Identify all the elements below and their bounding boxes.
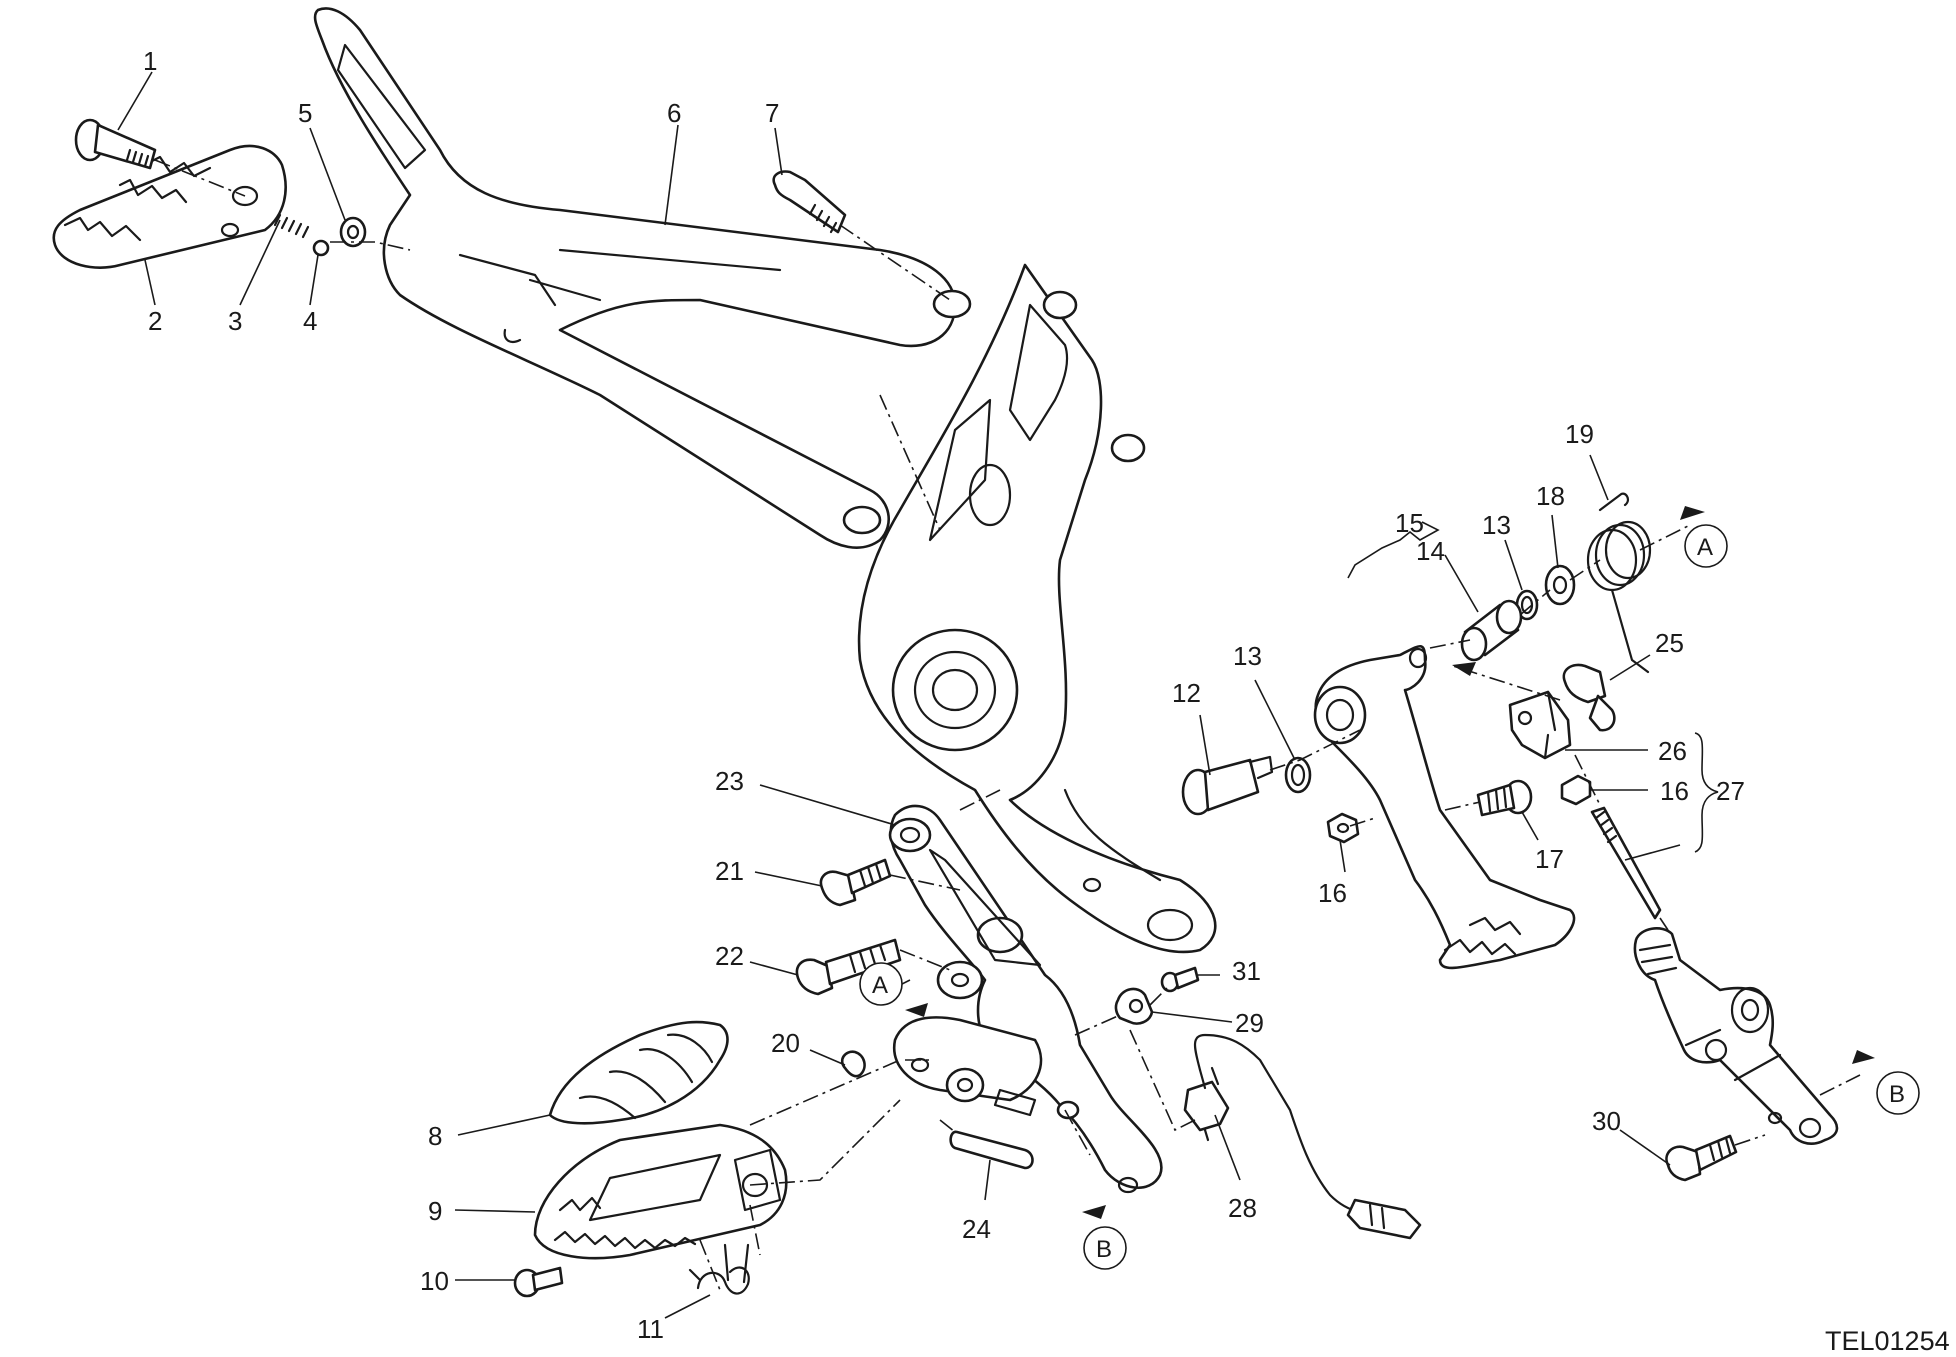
ref-marker-b-bottom: B <box>1083 1226 1127 1270</box>
clevis-pin <box>1562 663 1616 732</box>
callout-24: 24 <box>962 1214 991 1244</box>
lock-nut-16b <box>1560 774 1592 806</box>
pedal-bushing <box>1460 599 1523 662</box>
callout-16b: 16 <box>1660 776 1689 806</box>
callout-12: 12 <box>1172 678 1201 708</box>
passenger-footpeg <box>52 144 287 269</box>
main-frame-plate <box>857 263 1217 954</box>
brake-rod-clevis <box>1508 690 1572 760</box>
callout-16a: 16 <box>1318 878 1347 908</box>
callout-30: 30 <box>1592 1106 1621 1136</box>
rear-brake-master-cylinder <box>1633 927 1839 1145</box>
svg-text:B: B <box>1889 1081 1905 1108</box>
brake-pedal <box>1313 644 1576 970</box>
callout-9: 9 <box>428 1196 442 1226</box>
switch-clamp <box>1114 987 1154 1025</box>
passenger-peg-pin <box>74 118 157 170</box>
clamp-screw <box>1160 966 1200 993</box>
callout-13b: 13 <box>1482 510 1511 540</box>
callout-6: 6 <box>667 98 681 128</box>
callout-19: 19 <box>1565 419 1594 449</box>
passenger-footpeg-hanger <box>313 7 972 549</box>
brake-light-switch <box>1183 1033 1422 1240</box>
callout-13a: 13 <box>1233 641 1262 671</box>
brake-push-rod <box>1590 806 1662 920</box>
footpeg-pin <box>949 1130 1034 1170</box>
detent-spring <box>273 213 310 239</box>
callout-25: 25 <box>1655 628 1684 658</box>
callout-2: 2 <box>148 306 162 336</box>
callout-28: 28 <box>1228 1193 1257 1223</box>
callout-4: 4 <box>303 306 317 336</box>
callout-20: 20 <box>771 1028 800 1058</box>
callout-21: 21 <box>715 856 744 886</box>
leader-lines <box>117 71 1719 1319</box>
hanger-bolt-7 <box>772 170 847 234</box>
svg-text:A: A <box>872 972 888 999</box>
assembly-arrows <box>905 506 1875 1219</box>
ref-marker-b-right: B <box>1876 1071 1920 1115</box>
callout-22: 22 <box>715 941 744 971</box>
callout-31: 31 <box>1232 956 1261 986</box>
callout-26: 26 <box>1658 736 1687 766</box>
pedal-pivot-bolt <box>1181 755 1274 816</box>
callout-18: 18 <box>1536 481 1565 511</box>
passenger-peg-washer <box>339 216 367 248</box>
callout-3: 3 <box>228 306 242 336</box>
bracket-bolt-22 <box>795 938 902 996</box>
master-cylinder-bolt <box>1665 1134 1738 1182</box>
callout-23: 23 <box>715 766 744 796</box>
rider-footpeg <box>533 1123 788 1260</box>
footpeg-rubber-pad <box>548 1020 729 1125</box>
pedal-stop-screw <box>1476 779 1533 817</box>
callout-27: 27 <box>1716 776 1745 806</box>
ref-marker-a-bottom: A <box>859 962 903 1006</box>
ref-marker-a-top: A <box>1684 524 1728 568</box>
callout-7: 7 <box>765 98 779 128</box>
bracket-bolt-21 <box>819 858 892 907</box>
callout-17: 17 <box>1535 844 1564 874</box>
o-ring-13a <box>1284 756 1312 794</box>
callout-29: 29 <box>1235 1008 1264 1038</box>
pedal-washer <box>1544 564 1576 606</box>
detent-ball <box>312 239 330 257</box>
footpeg-screw <box>513 1266 564 1298</box>
callout-15: 15 <box>1395 508 1424 538</box>
callout-14: 14 <box>1416 536 1445 566</box>
rider-footpeg-bracket <box>888 804 1163 1194</box>
callout-8: 8 <box>428 1121 442 1151</box>
callout-10: 10 <box>420 1266 449 1296</box>
callout-11: 11 <box>637 1314 664 1344</box>
drawing-code: TEL01254 <box>1825 1326 1950 1356</box>
assembly-axis-lines <box>154 159 1861 1291</box>
footpeg-return-spring <box>688 1243 750 1295</box>
svg-text:A: A <box>1697 534 1713 561</box>
lock-nut-16a <box>1326 812 1360 844</box>
pedal-return-spring <box>1586 492 1652 674</box>
callout-5: 5 <box>298 98 312 128</box>
footpeg-hinge-block <box>892 1016 1043 1117</box>
callout-labels: 1 2 3 4 5 6 7 8 9 10 11 12 13 13 14 15 1… <box>143 46 1745 1344</box>
svg-text:B: B <box>1096 1236 1112 1263</box>
circlip <box>840 1050 866 1078</box>
callout-1: 1 <box>143 46 157 76</box>
